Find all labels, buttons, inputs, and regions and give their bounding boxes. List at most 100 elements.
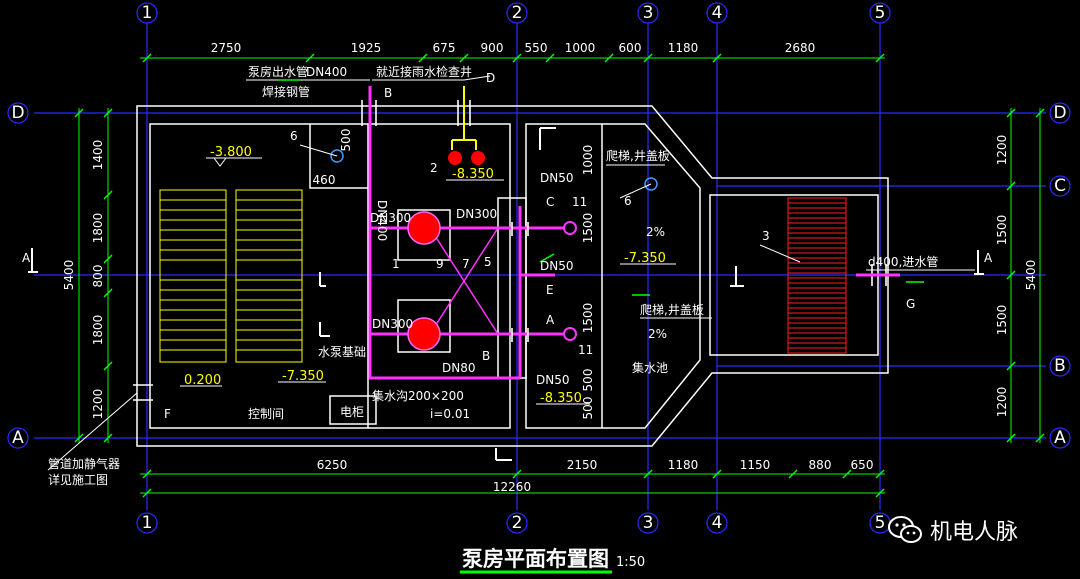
section-b-bottom bbox=[495, 448, 512, 461]
leader-6a bbox=[299, 144, 338, 157]
section-a-left bbox=[28, 248, 38, 273]
dim-tick bbox=[103, 190, 113, 200]
dim-right-1200a: 1200 bbox=[995, 135, 1009, 166]
dim-tick bbox=[1006, 433, 1016, 443]
label-section-a-right: A bbox=[984, 251, 993, 265]
dim-tick bbox=[74, 433, 84, 443]
dim-misc-460: 460 bbox=[313, 173, 336, 187]
label-item-11a: 11 bbox=[572, 195, 587, 209]
dim-tick bbox=[142, 488, 152, 498]
axis-bubble-1-bottom bbox=[136, 512, 158, 534]
pump-base-2 bbox=[397, 299, 451, 353]
label-dn300-a: DN300 bbox=[370, 211, 411, 225]
dim-tick bbox=[103, 254, 113, 264]
stairs bbox=[159, 189, 303, 363]
label-slope: i=0.01 bbox=[430, 407, 470, 421]
dim-right-5400: 5400 bbox=[1024, 260, 1038, 291]
sensor-6b bbox=[644, 177, 658, 191]
annotation-labels: 泵房出水管 DN400 焊接钢管 就近接雨水检查井 D B 6 2 DN400 … bbox=[22, 64, 993, 487]
label-outlet-size: DN400 bbox=[306, 65, 347, 79]
pipes bbox=[368, 86, 565, 380]
building-walls bbox=[136, 105, 889, 447]
axis-bubble-3-top bbox=[637, 2, 659, 24]
watermark: 机电人脉 bbox=[888, 512, 1018, 548]
corner-mark-2 bbox=[319, 322, 330, 337]
axis-label-c-right: C bbox=[1054, 176, 1066, 196]
axis-label-4-top: 4 bbox=[712, 3, 723, 23]
dim-tick bbox=[712, 53, 722, 63]
pump-2 bbox=[407, 317, 441, 351]
dim-bottom-1150: 1150 bbox=[740, 458, 771, 472]
flange-top bbox=[361, 100, 377, 126]
electric-cabinet bbox=[329, 395, 377, 425]
label-item-3: 3 bbox=[762, 229, 770, 243]
label-inlet-pipe: d400,进水管 bbox=[868, 254, 938, 269]
pump-base-1 bbox=[397, 209, 451, 261]
label-item-5: 5 bbox=[484, 255, 492, 269]
dim-tick bbox=[643, 469, 653, 479]
axis-label-1-top: 1 bbox=[142, 3, 153, 23]
axis-bubble-1-top bbox=[136, 2, 158, 24]
section-marks bbox=[28, 127, 984, 461]
label-item-11b: 11 bbox=[578, 343, 593, 357]
corner-mark-1 bbox=[319, 272, 326, 287]
stair-corner-wall bbox=[309, 124, 368, 189]
dimension-lines bbox=[78, 57, 1041, 494]
dim-tick bbox=[1035, 433, 1045, 443]
axis-label-1-bottom: 1 bbox=[142, 513, 153, 533]
bar-screen bbox=[787, 197, 847, 354]
dim-tick bbox=[142, 53, 152, 63]
axis-bubble-4-bottom bbox=[706, 512, 728, 534]
label-sump: 集水池 bbox=[632, 360, 668, 375]
label-item-7: 7 bbox=[462, 257, 470, 271]
dim-right-1500a: 1500 bbox=[995, 215, 1009, 246]
label-e: E bbox=[546, 283, 554, 297]
axis-label-2-top: 2 bbox=[512, 3, 523, 23]
elevation-3: -7.350 bbox=[624, 251, 666, 266]
corner-mark-3 bbox=[730, 266, 744, 287]
label-dn300-b: DN300 bbox=[456, 207, 497, 221]
dim-misc-500: 500 bbox=[339, 129, 353, 152]
dim-tick bbox=[103, 433, 113, 443]
dim-tick bbox=[875, 53, 885, 63]
dim-left-1200: 1200 bbox=[91, 389, 105, 420]
label-ladder-a: 爬梯,井盖板 bbox=[606, 149, 670, 163]
dim-misc-500a: 500 bbox=[581, 369, 595, 392]
dim-tick bbox=[305, 53, 315, 63]
axis-labels: 1 2 3 4 5 1 2 3 4 5 D A D C B A bbox=[11, 3, 1066, 533]
dim-bottom-6250: 6250 bbox=[317, 458, 348, 472]
valve-lower bbox=[511, 328, 529, 342]
section-b-top bbox=[539, 127, 556, 150]
label-control-room: 控制间 bbox=[248, 407, 284, 421]
dim-top-600: 600 bbox=[619, 41, 642, 55]
label-ladder-b: 爬梯,井盖板 bbox=[640, 303, 704, 317]
dim-top-2750: 2750 bbox=[211, 41, 242, 55]
dim-top-1925: 1925 bbox=[351, 41, 382, 55]
axis-bubble-d-right bbox=[1049, 102, 1071, 124]
dim-bottom-2150: 2150 bbox=[567, 458, 598, 472]
dim-right-1200b: 1200 bbox=[995, 387, 1009, 418]
screen-channel-wall bbox=[709, 194, 879, 356]
axis-label-a-left: A bbox=[12, 428, 24, 448]
axis-label-2-bottom: 2 bbox=[512, 513, 523, 533]
dim-tick bbox=[142, 469, 152, 479]
elevation-1: -3.800 bbox=[210, 145, 252, 160]
dim-tick bbox=[875, 469, 885, 479]
label-item-6b: 6 bbox=[624, 194, 632, 208]
dim-bottom-880: 880 bbox=[809, 458, 832, 472]
label-d: D bbox=[486, 71, 495, 85]
dim-tick bbox=[1006, 181, 1016, 191]
riser-to-well bbox=[451, 86, 477, 150]
dim-right-1500b: 1500 bbox=[995, 305, 1009, 336]
axis-bubble-2-bottom bbox=[506, 512, 528, 534]
flange-f bbox=[133, 384, 153, 401]
dimension-texts: 2750 1925 675 900 550 1000 600 1180 2680… bbox=[62, 41, 1038, 494]
pump-1 bbox=[407, 211, 441, 245]
axis-bubbles bbox=[7, 2, 1071, 534]
dim-top-1180: 1180 bbox=[668, 41, 699, 55]
dim-tick bbox=[103, 361, 113, 371]
label-dn300-c: DN300 bbox=[372, 317, 413, 331]
label-item-2: 2 bbox=[430, 161, 438, 175]
flow-arrows bbox=[278, 79, 924, 296]
dim-left-1800a: 1800 bbox=[91, 213, 105, 244]
